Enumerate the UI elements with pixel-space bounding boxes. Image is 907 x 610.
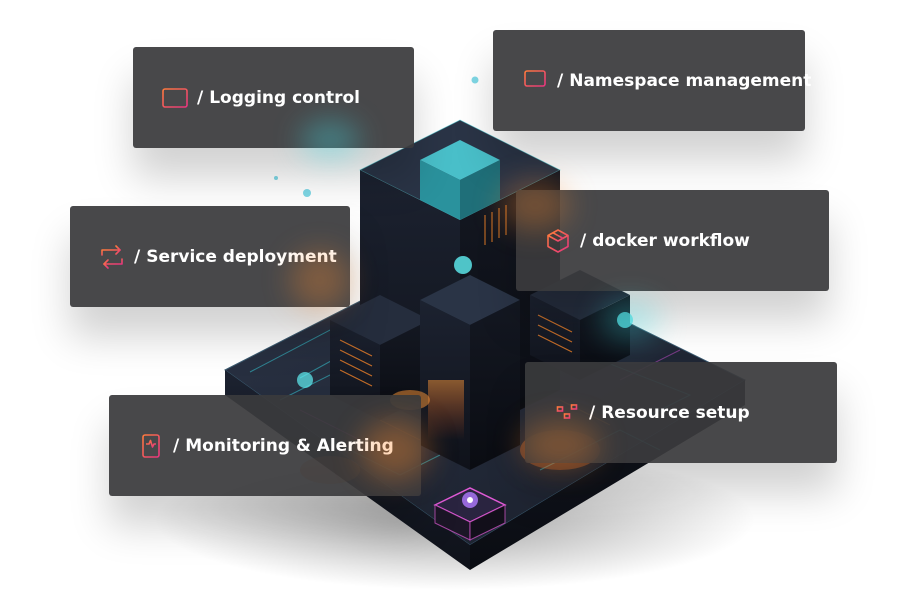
feature-card-namespace: / Namespace management [493, 30, 811, 131]
pulse-document-icon [137, 432, 165, 460]
cube-icon [544, 227, 572, 255]
feature-card-monitoring: / Monitoring & Alerting [109, 395, 421, 496]
feature-label: Logging control [209, 87, 360, 108]
list-icon [161, 84, 189, 112]
separator: / [557, 70, 564, 91]
monitor-icon [521, 67, 549, 95]
feature-card-resource: / Resource setup [525, 362, 837, 463]
feature-label: docker workflow [592, 230, 750, 251]
separator: / [134, 246, 141, 267]
feature-label: Resource setup [601, 402, 750, 423]
sliders-icon [553, 399, 581, 427]
separator: / [173, 435, 180, 456]
feature-card-logging: / Logging control [133, 47, 414, 148]
feature-card-docker: / docker workflow [516, 190, 829, 291]
separator: / [197, 87, 204, 108]
feature-label: Service deployment [146, 246, 337, 267]
refresh-arrows-icon [98, 243, 126, 271]
separator: / [580, 230, 587, 251]
feature-label: Namespace management [569, 70, 812, 91]
feature-label: Monitoring & Alerting [185, 435, 394, 456]
separator: / [589, 402, 596, 423]
feature-card-service: / Service deployment [70, 206, 350, 307]
